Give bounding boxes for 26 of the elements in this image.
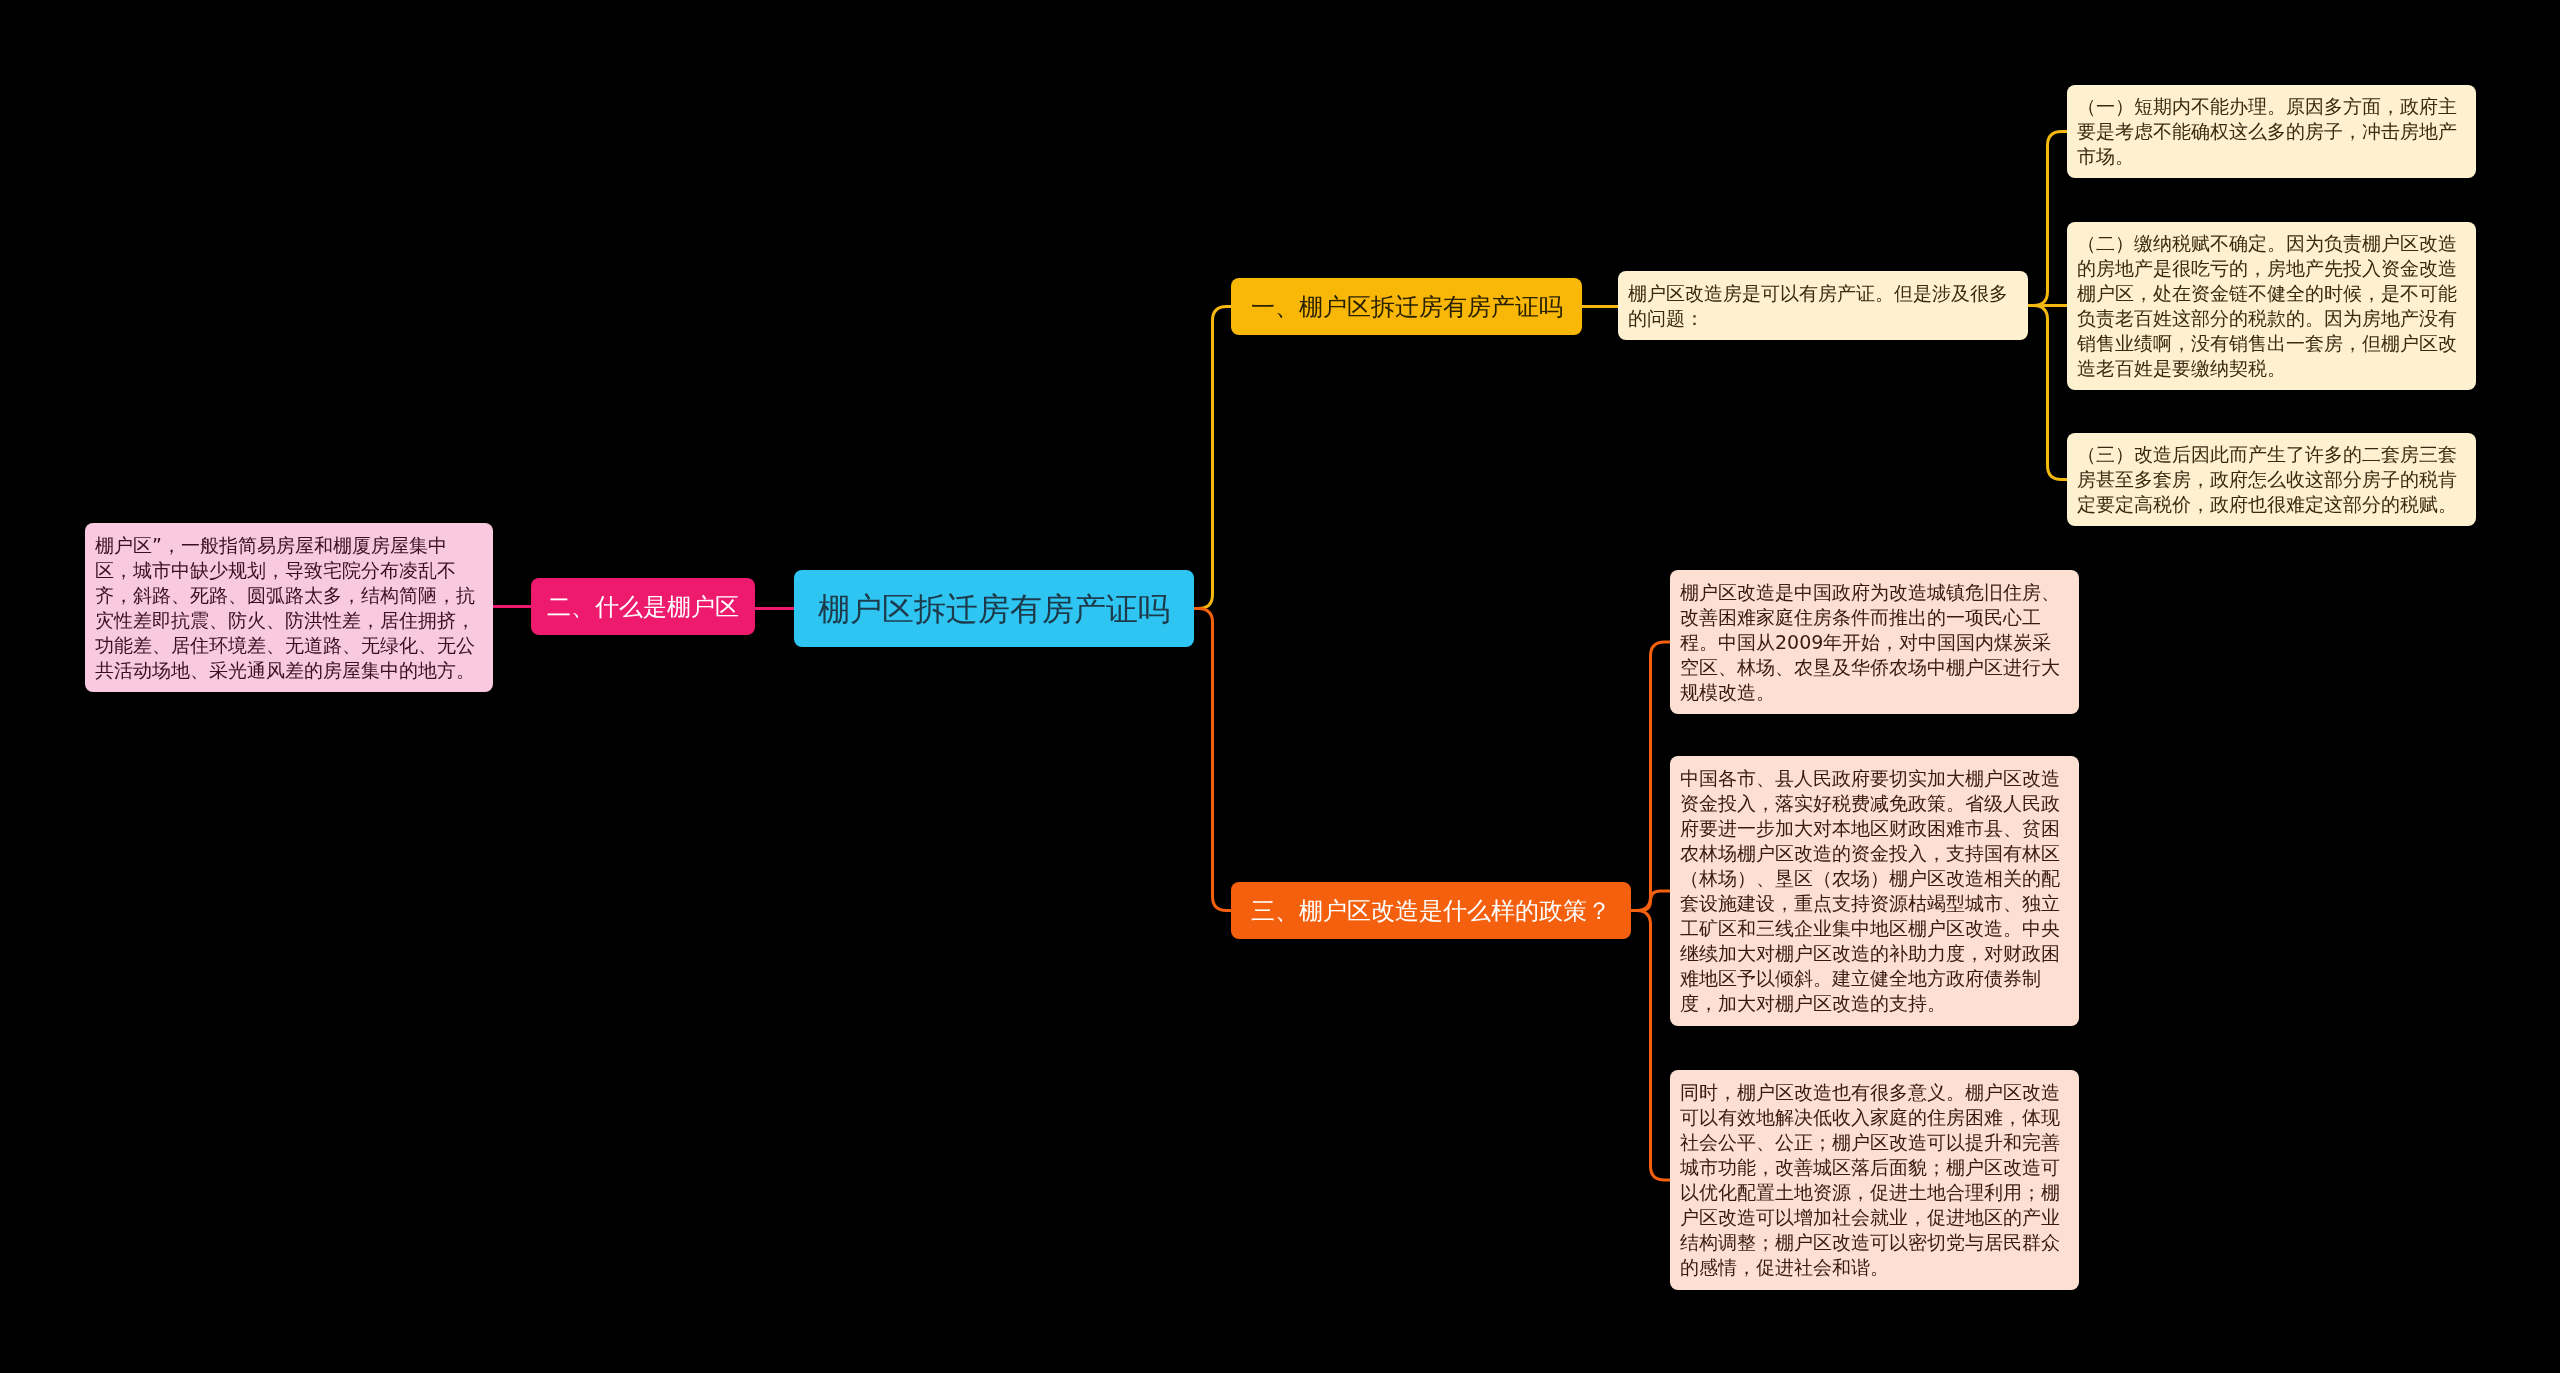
- note-text: 同时，棚户区改造也有很多意义。棚户区改造可以有效地解决低收入家庭的住房困难，体现社会公平、公正；棚户区改造可以提升和完善城市功能，改善城区落后面貌；棚户区改造可以优化配置土地资源，促进土地合理利用；棚户区改造可以增加社会就业，促进地区的产业结构调整；棚户区改造可以密切党与居民群众的感情，促进社会和谐。: [1680, 1080, 2061, 1280]
- note-box: [2067, 222, 2476, 390]
- branch-box: [1231, 882, 1631, 939]
- branch-box: [531, 578, 755, 635]
- connector-line: [755, 607, 794, 610]
- topic-box: [794, 570, 1194, 647]
- topic-label: 二、什么是棚户区: [547, 591, 739, 622]
- note-text: 中国各市、县人民政府要切实加大棚户区改造资金投入，落实好税费减免政策。省级人民政府要进一步加大对本地区财政困难市县、贫困农林场棚户区改造的资金投入，支持国有林区（林场）、垦区（农场）棚户区改造相关的配套设施建设，重点支持资源枯竭型城市、独立工矿区和三线企业集中地区棚户区改造。中央继续加大对棚户区改造的补助力度，对财政困难地区予以倾斜。建立健全地方政府债券制度，加大对棚户区改造的支持。: [1680, 766, 2061, 1016]
- note-box: [1670, 1070, 2079, 1290]
- note-text: （二）缴纳税赋不确定。因为负责棚户区改造的房地产是很吃亏的，房地产先投入资金改造棚户区，处在资金链不健全的时候，是不可能负责老百姓这部分的税款的。因为房地产没有销售业绩啊，没有销售出一套房，但棚户区改造老百姓是要缴纳契税。: [2077, 231, 2458, 381]
- note-text: （三）改造后因此而产生了许多的二套房三套房甚至多套房，政府怎么收这部分房子的税肯定要定高税价，政府也很难定这部分的税赋。: [2077, 442, 2458, 517]
- connector-line: [1582, 305, 1618, 308]
- note-text: 棚户区改造是中国政府为改造城镇危旧住房、改善困难家庭住房条件而推出的一项民心工程。中国从2009年开始，对中国国内煤炭采空区、林场、农垦及华侨农场中棚户区进行大规模改造。: [1680, 579, 2061, 705]
- note-box: [2067, 433, 2476, 526]
- note-box: [1670, 570, 2079, 714]
- topic-label: 棚户区拆迁房有房产证吗: [818, 588, 1170, 629]
- note-text: 棚户区”，一般指简易房屋和棚厦房屋集中区，城市中缺少规划，导致宅院分布凌乱不齐，斜路、死路、圆弧路太多，结构简陋，抗灾性差即抗震、防火、防洪性差，居住拥挤，功能差、居住环境差、无道路、无绿化、无公共活动场地、采光通风差的房屋集中的地方。: [95, 532, 476, 683]
- note-box: [1618, 271, 2028, 340]
- note-box: [85, 523, 493, 692]
- topic-label: 三、棚户区改造是什么样的政策？: [1251, 895, 1611, 926]
- branch-box: [1231, 278, 1582, 335]
- note-text: 棚户区改造房是可以有房产证。但是涉及很多的问题：: [1628, 280, 2009, 331]
- note-text: （一）短期内不能办理。原因多方面，政府主要是考虑不能确权这么多的房子，冲击房地产市场。: [2077, 94, 2458, 169]
- topic-label: 一、棚户区拆迁房有房产证吗: [1250, 291, 1563, 322]
- note-box: [2067, 85, 2476, 178]
- connector-line: [493, 605, 531, 608]
